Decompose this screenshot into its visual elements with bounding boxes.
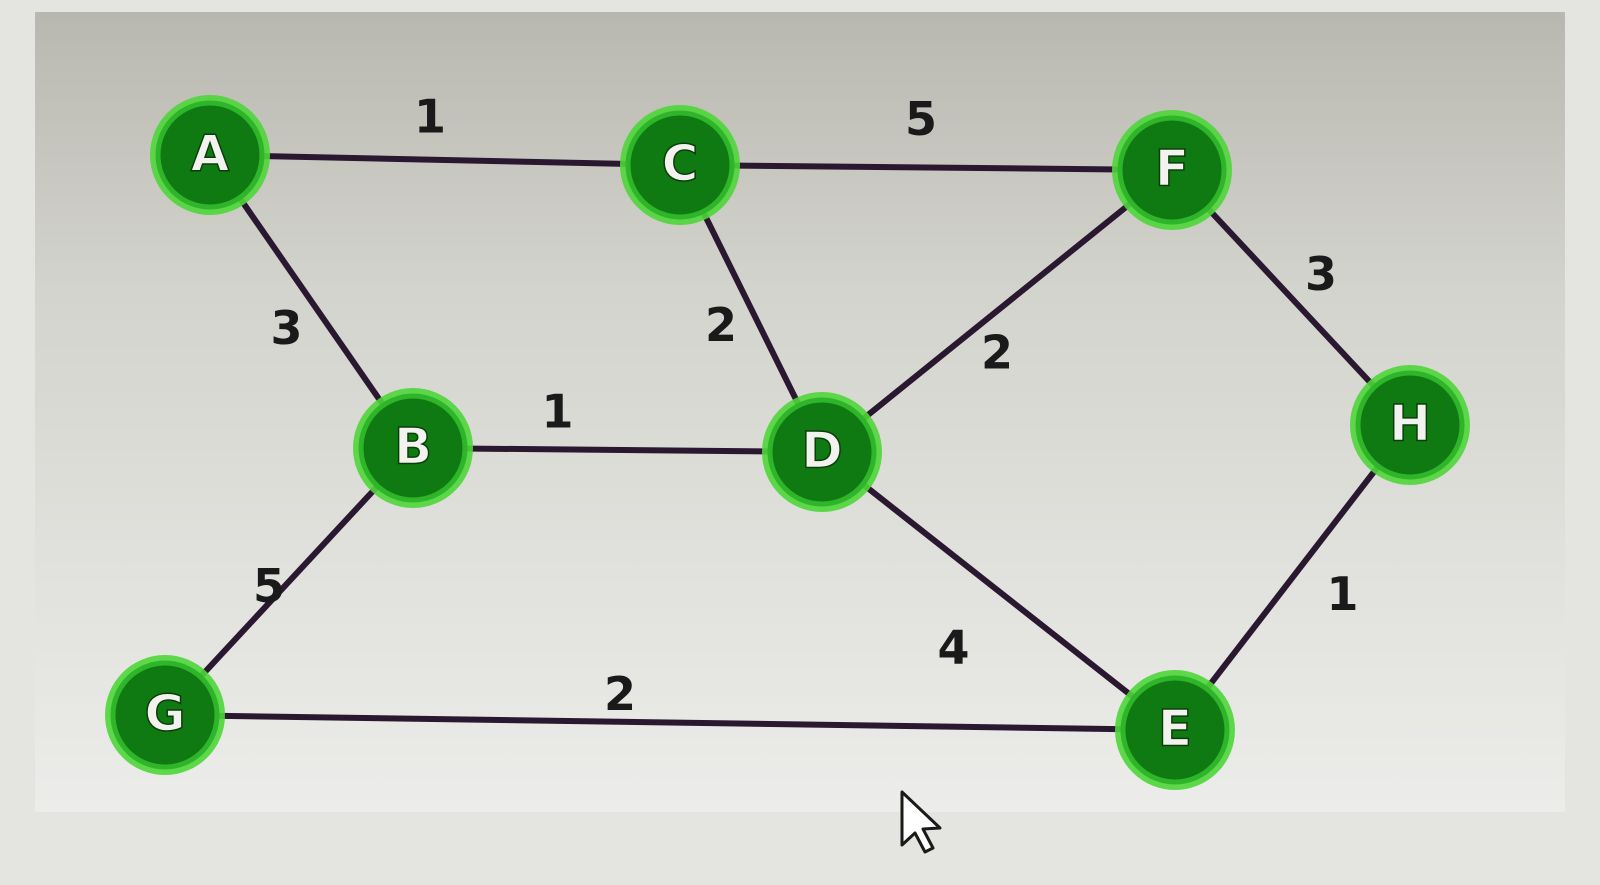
node-label: G <box>144 685 185 743</box>
node-circle <box>358 393 468 503</box>
node-a: A <box>150 95 270 215</box>
node-c: C <box>620 105 740 225</box>
node-label: B <box>394 418 432 476</box>
node-circle <box>110 660 220 770</box>
node-label: D <box>801 422 843 480</box>
node-label: C <box>662 135 699 193</box>
edge-weight-f-h: 3 <box>1305 247 1337 301</box>
node-h: H <box>1350 365 1470 485</box>
node-f: F <box>1112 110 1232 230</box>
node-b: B <box>353 388 473 508</box>
edge-g-e <box>162 712 1178 733</box>
node-circle <box>1355 370 1465 480</box>
edge-b-d <box>410 445 825 455</box>
node-circle <box>625 110 735 220</box>
node-d: D <box>762 392 882 512</box>
edge-weight-b-g: 5 <box>253 559 285 613</box>
edge-f-d <box>819 167 1175 455</box>
mouse-pointer-icon <box>900 790 942 854</box>
edge-h-e <box>1172 422 1413 733</box>
node-label: F <box>1155 140 1189 198</box>
edge-weight-a-c: 1 <box>414 90 446 144</box>
edge-a-c <box>207 152 683 168</box>
node-e: E <box>1115 670 1235 790</box>
edge-d-e <box>819 449 1178 733</box>
edge-weight-a-b: 3 <box>270 301 302 355</box>
node-label: H <box>1389 395 1431 453</box>
node-g: G <box>105 655 225 775</box>
node-circle <box>1117 115 1227 225</box>
edge-weight-h-e: 1 <box>1326 567 1358 621</box>
node-circle <box>1120 675 1230 785</box>
node-label: E <box>1158 700 1192 758</box>
nodes-layer: A C F B D H G E <box>105 95 1470 790</box>
edge-weight-b-d: 1 <box>541 385 573 439</box>
node-label: A <box>191 125 230 183</box>
node-circle <box>155 100 265 210</box>
edge-weight-c-d: 2 <box>705 298 737 352</box>
node-circle <box>767 397 877 507</box>
edge-weight-g-e: 2 <box>604 667 636 721</box>
edge-weight-f-d: 2 <box>981 326 1013 380</box>
weights-layer: 1 5 3 2 2 3 1 5 4 1 2 <box>253 90 1359 722</box>
edge-weight-c-f: 5 <box>905 92 937 146</box>
edge-c-f <box>677 162 1175 173</box>
edge-b-g <box>162 445 416 718</box>
edge-weight-d-e: 4 <box>937 621 969 675</box>
